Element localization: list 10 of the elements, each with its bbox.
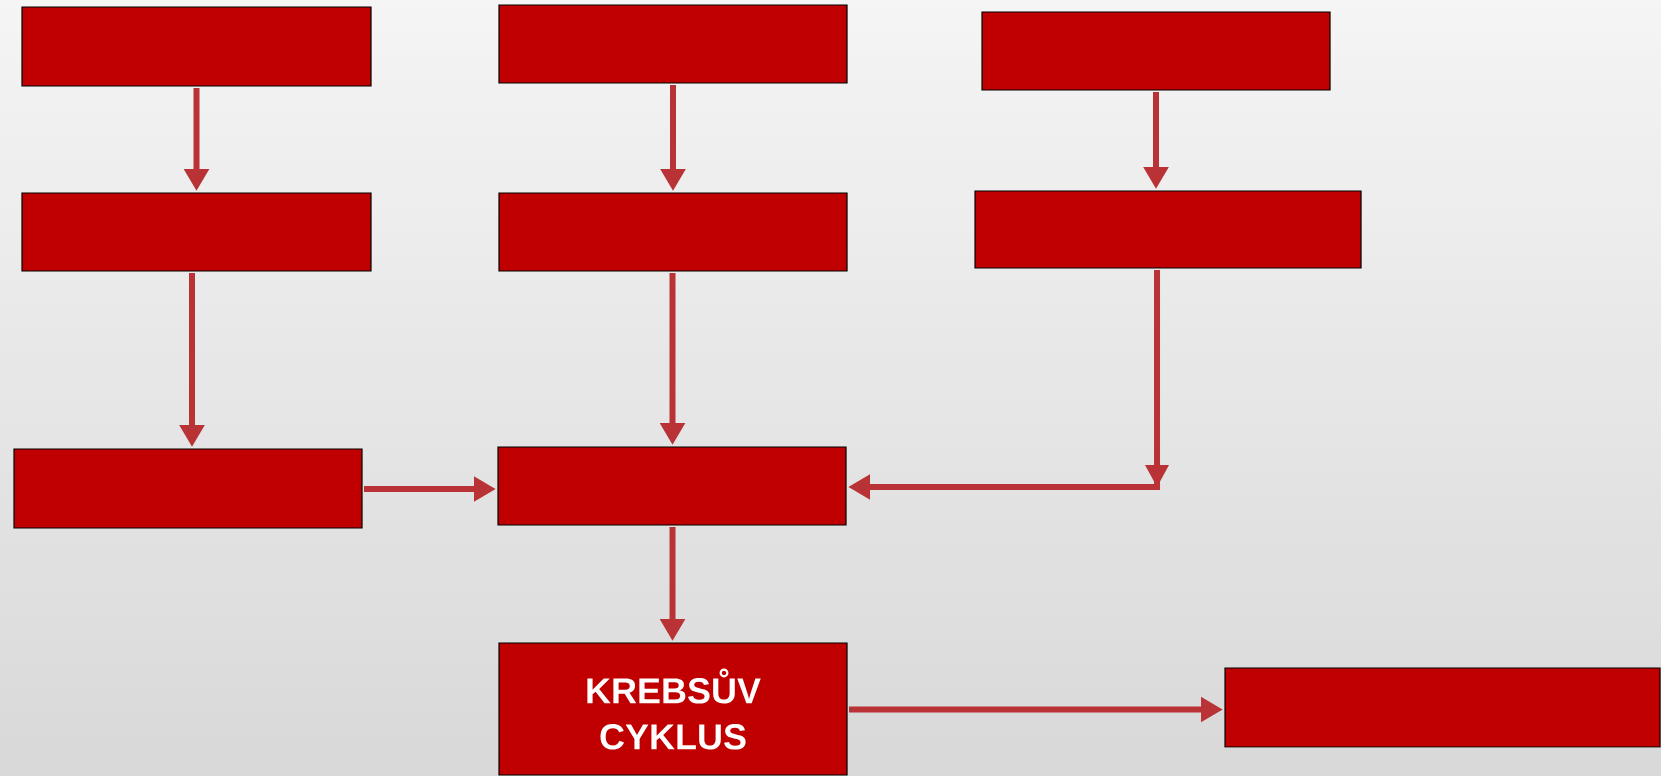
- empty-box: [1224, 667, 1661, 748]
- empty-box: [21, 192, 372, 272]
- empty-box: [498, 4, 848, 84]
- empty-box: [497, 446, 847, 526]
- empty-box: [13, 448, 363, 529]
- empty-box: [498, 192, 848, 272]
- process-box: KREBSŮV CYKLUS: [498, 642, 848, 776]
- empty-box: [974, 190, 1362, 269]
- empty-box: [981, 11, 1331, 91]
- empty-box: [21, 6, 372, 87]
